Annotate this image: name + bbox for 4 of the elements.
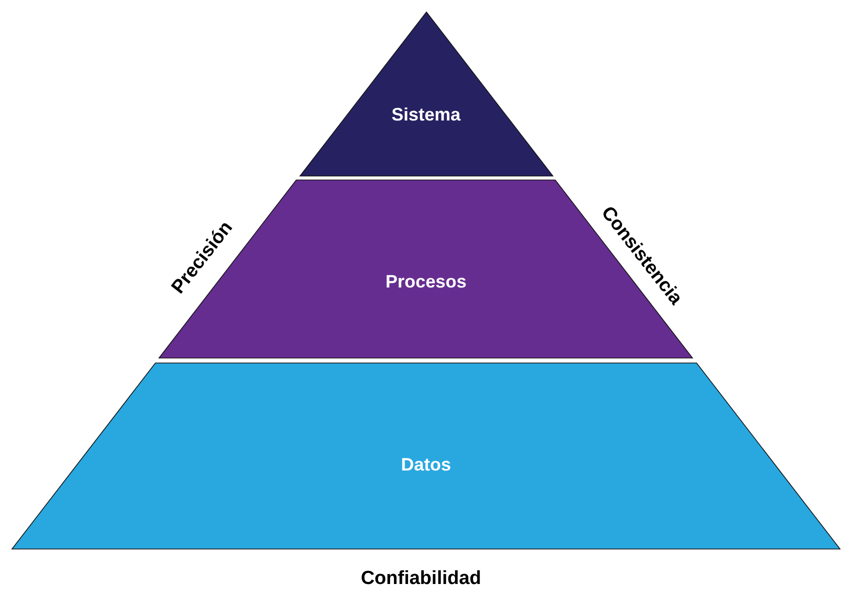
tier-label: Procesos: [385, 272, 466, 292]
side-label: Confiabilidad: [360, 568, 482, 589]
tier-label: Sistema: [391, 104, 460, 126]
tier-label: Datos: [401, 454, 451, 476]
